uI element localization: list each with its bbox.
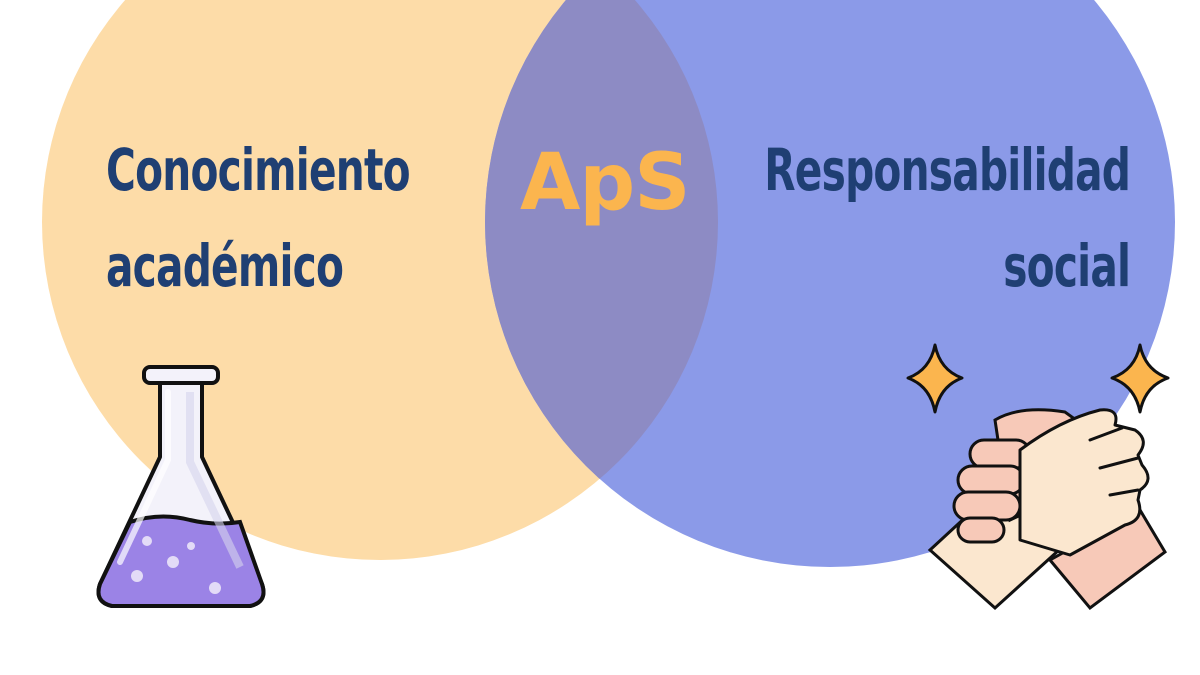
left-set-label: Conocimiento académico [106,122,411,314]
left-label-line2: académico [106,232,344,300]
right-set-label: Responsabilidad social [764,122,1131,314]
right-label-line2: social [1003,232,1131,300]
right-label-line1: Responsabilidad [764,136,1131,204]
handshake-icon [906,343,1170,611]
sparkle-icon [1110,343,1170,414]
flask-icon [96,365,266,608]
left-label-line1: Conocimiento [106,136,411,204]
intersection-label: ApS [520,138,690,228]
sparkle-icon [906,343,964,414]
intersection-region [485,0,718,560]
